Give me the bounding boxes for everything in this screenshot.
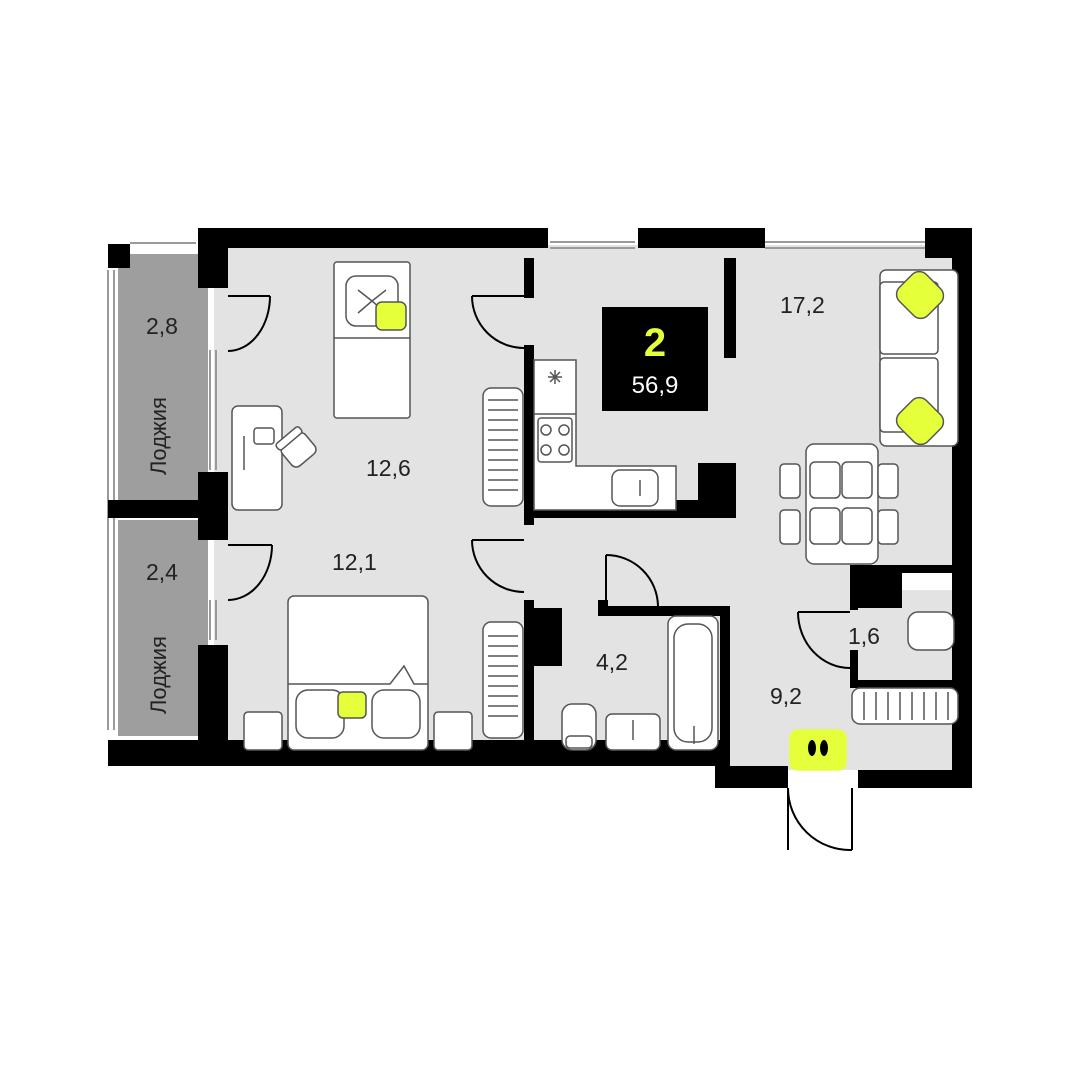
radiator-icon — [482, 387, 524, 507]
sofa — [879, 269, 959, 447]
doors — [227, 295, 853, 852]
radiator-icon — [851, 687, 959, 725]
bathtub — [667, 615, 719, 751]
dining-table — [779, 443, 899, 565]
loggia-2-label: Лоджия — [146, 636, 171, 714]
snowflake-icon — [548, 370, 562, 384]
pillow-icon — [337, 691, 367, 719]
apartment-summary-badge: 2 56,9 — [602, 307, 708, 411]
loggia-1-floor[interactable] — [118, 254, 208, 500]
loggia-2-area: 2,4 — [146, 559, 178, 585]
room-area-toilet: 1,6 — [848, 623, 880, 649]
bathroom-toilet — [561, 703, 597, 751]
total-area: 56,9 — [631, 372, 679, 399]
pillow-icon — [895, 396, 945, 446]
room-area-kitchen-living: 17,2 — [780, 292, 825, 318]
door-bedroom-1-left[interactable] — [227, 295, 271, 352]
kitchen-sink — [611, 469, 659, 507]
toilet-bowl — [907, 611, 955, 651]
pillow-icon — [895, 270, 945, 320]
washbasin — [605, 713, 661, 751]
door-bedroom-2-right[interactable] — [471, 539, 525, 593]
furniture — [231, 261, 959, 771]
kitchen-unit — [533, 359, 677, 511]
single-bed — [333, 261, 411, 419]
footprints-icon — [789, 729, 847, 771]
desk — [231, 405, 317, 511]
loggia-2-floor[interactable] — [118, 520, 208, 736]
room-area-bedroom-1: 12,6 — [366, 455, 411, 481]
door-entrance[interactable] — [787, 787, 853, 852]
chair-icon — [275, 426, 317, 468]
room-area-bathroom: 4,2 — [596, 649, 628, 675]
room-count: 2 — [643, 321, 667, 365]
door-bathroom[interactable] — [605, 554, 659, 607]
loggia-1-label: Лоджия — [146, 397, 171, 475]
room-area-hallway: 9,2 — [770, 683, 802, 709]
door-bedroom-1-right[interactable] — [471, 295, 525, 349]
pillow-icon — [375, 301, 407, 331]
door-bedroom-2-left[interactable] — [227, 544, 273, 601]
radiator-icon — [482, 621, 524, 739]
loggia-1-area: 2,8 — [146, 313, 178, 339]
door-toilet[interactable] — [797, 611, 851, 669]
room-area-bedroom-2: 12,1 — [332, 549, 377, 575]
double-bed — [243, 595, 473, 751]
